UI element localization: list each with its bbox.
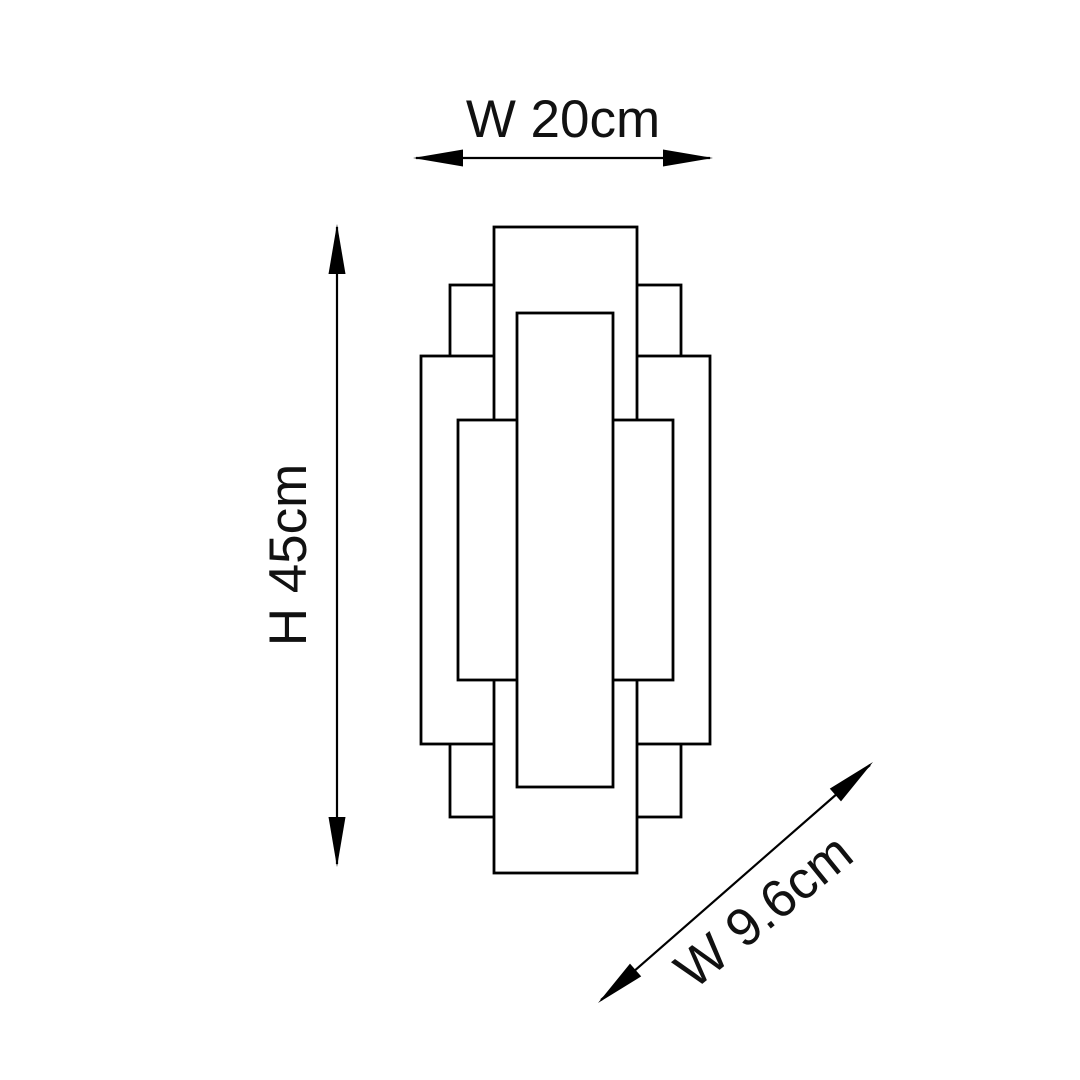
height-arrowhead-top bbox=[328, 224, 346, 274]
depth-arrowhead-upper bbox=[829, 762, 873, 802]
width-label: W 20cm bbox=[466, 90, 660, 149]
width-dimension: W 20cm bbox=[413, 90, 713, 167]
height-arrowhead-bottom bbox=[328, 817, 346, 867]
height-label: H 45cm bbox=[259, 464, 318, 647]
depth-arrow-line bbox=[600, 764, 871, 1001]
width-arrowhead-right bbox=[663, 149, 713, 167]
layer-front-plate bbox=[515, 311, 615, 789]
depth-arrowhead-lower bbox=[598, 963, 642, 1003]
height-dimension: H 45cm bbox=[259, 224, 346, 867]
width-arrowhead-left bbox=[413, 149, 463, 167]
depth-label: W 9.6cm bbox=[664, 823, 864, 1000]
